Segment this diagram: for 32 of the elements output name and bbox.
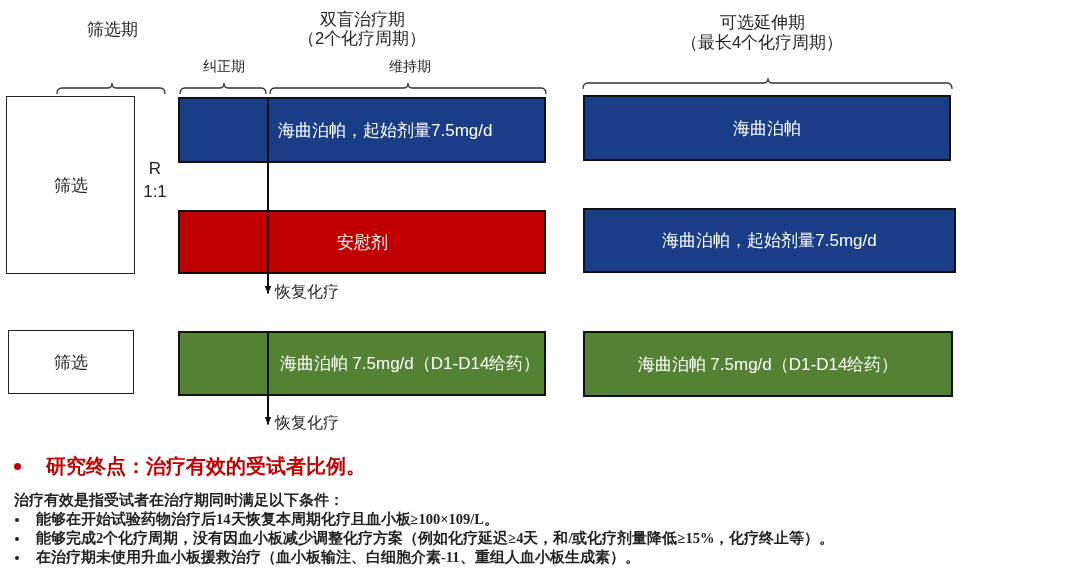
arrow	[264, 330, 272, 426]
phase-heading: 筛选期	[85, 19, 139, 40]
box-label: 海曲泊帕，起始剂量7.5mg/d	[278, 119, 493, 142]
note-text: 治疗有效是指受试者在治疗期同时满足以下条件：	[14, 491, 344, 509]
process-box	[178, 331, 546, 396]
box-label: 海曲泊帕 7.5mg/d（D1-D14给药）	[637, 353, 899, 376]
process-box	[583, 95, 951, 161]
subphase-label: 纠正期	[202, 57, 246, 75]
box-label: 海曲泊帕	[733, 117, 801, 140]
process-box	[6, 96, 135, 274]
step-label: 恢复化疗	[275, 413, 339, 434]
process-box	[178, 210, 546, 274]
phase-heading: 双盲治疗期（2个化疗周期）	[296, 10, 428, 48]
process-box	[583, 331, 953, 397]
randomization-ratio-label: R 1:1	[142, 158, 168, 203]
box-label: 筛选	[53, 174, 88, 197]
phase-heading: 可选延伸期（最长4个化疗周期）	[679, 12, 845, 52]
step-label: 恢复化疗	[275, 282, 339, 303]
process-box	[583, 208, 956, 273]
bullet-text: 能够完成2个化疗周期，没有因血小板减少调整化疗方案（例如化疗延迟≥4天，和/或化疗剂量降低≥15%，化疗终止等）。	[36, 529, 835, 547]
connector-line	[267, 96, 269, 211]
bullet-text: 能够在开始试验药物治疗后14天恢复本周期化疗且血小板≥100×109/L。	[36, 510, 499, 528]
box-label: 海曲泊帕，起始剂量7.5mg/d	[662, 230, 877, 252]
box-label: 筛选	[54, 351, 88, 374]
bullet-text: 在治疗期未使用升血小板援救治疗（血小板输注、白细胞介素-11、重组人血小板生成素）。	[36, 548, 640, 566]
process-box	[8, 330, 134, 394]
box-label: 海曲泊帕 7.5mg/d（D1-D14给药）	[279, 353, 541, 375]
arrow	[264, 209, 272, 295]
box-label: 安慰剂	[336, 231, 388, 254]
endpoint-text: 研究终点：治疗有效的受试者比例。	[46, 454, 366, 479]
process-box	[178, 97, 546, 163]
subphase-label: 维持期	[388, 57, 432, 75]
